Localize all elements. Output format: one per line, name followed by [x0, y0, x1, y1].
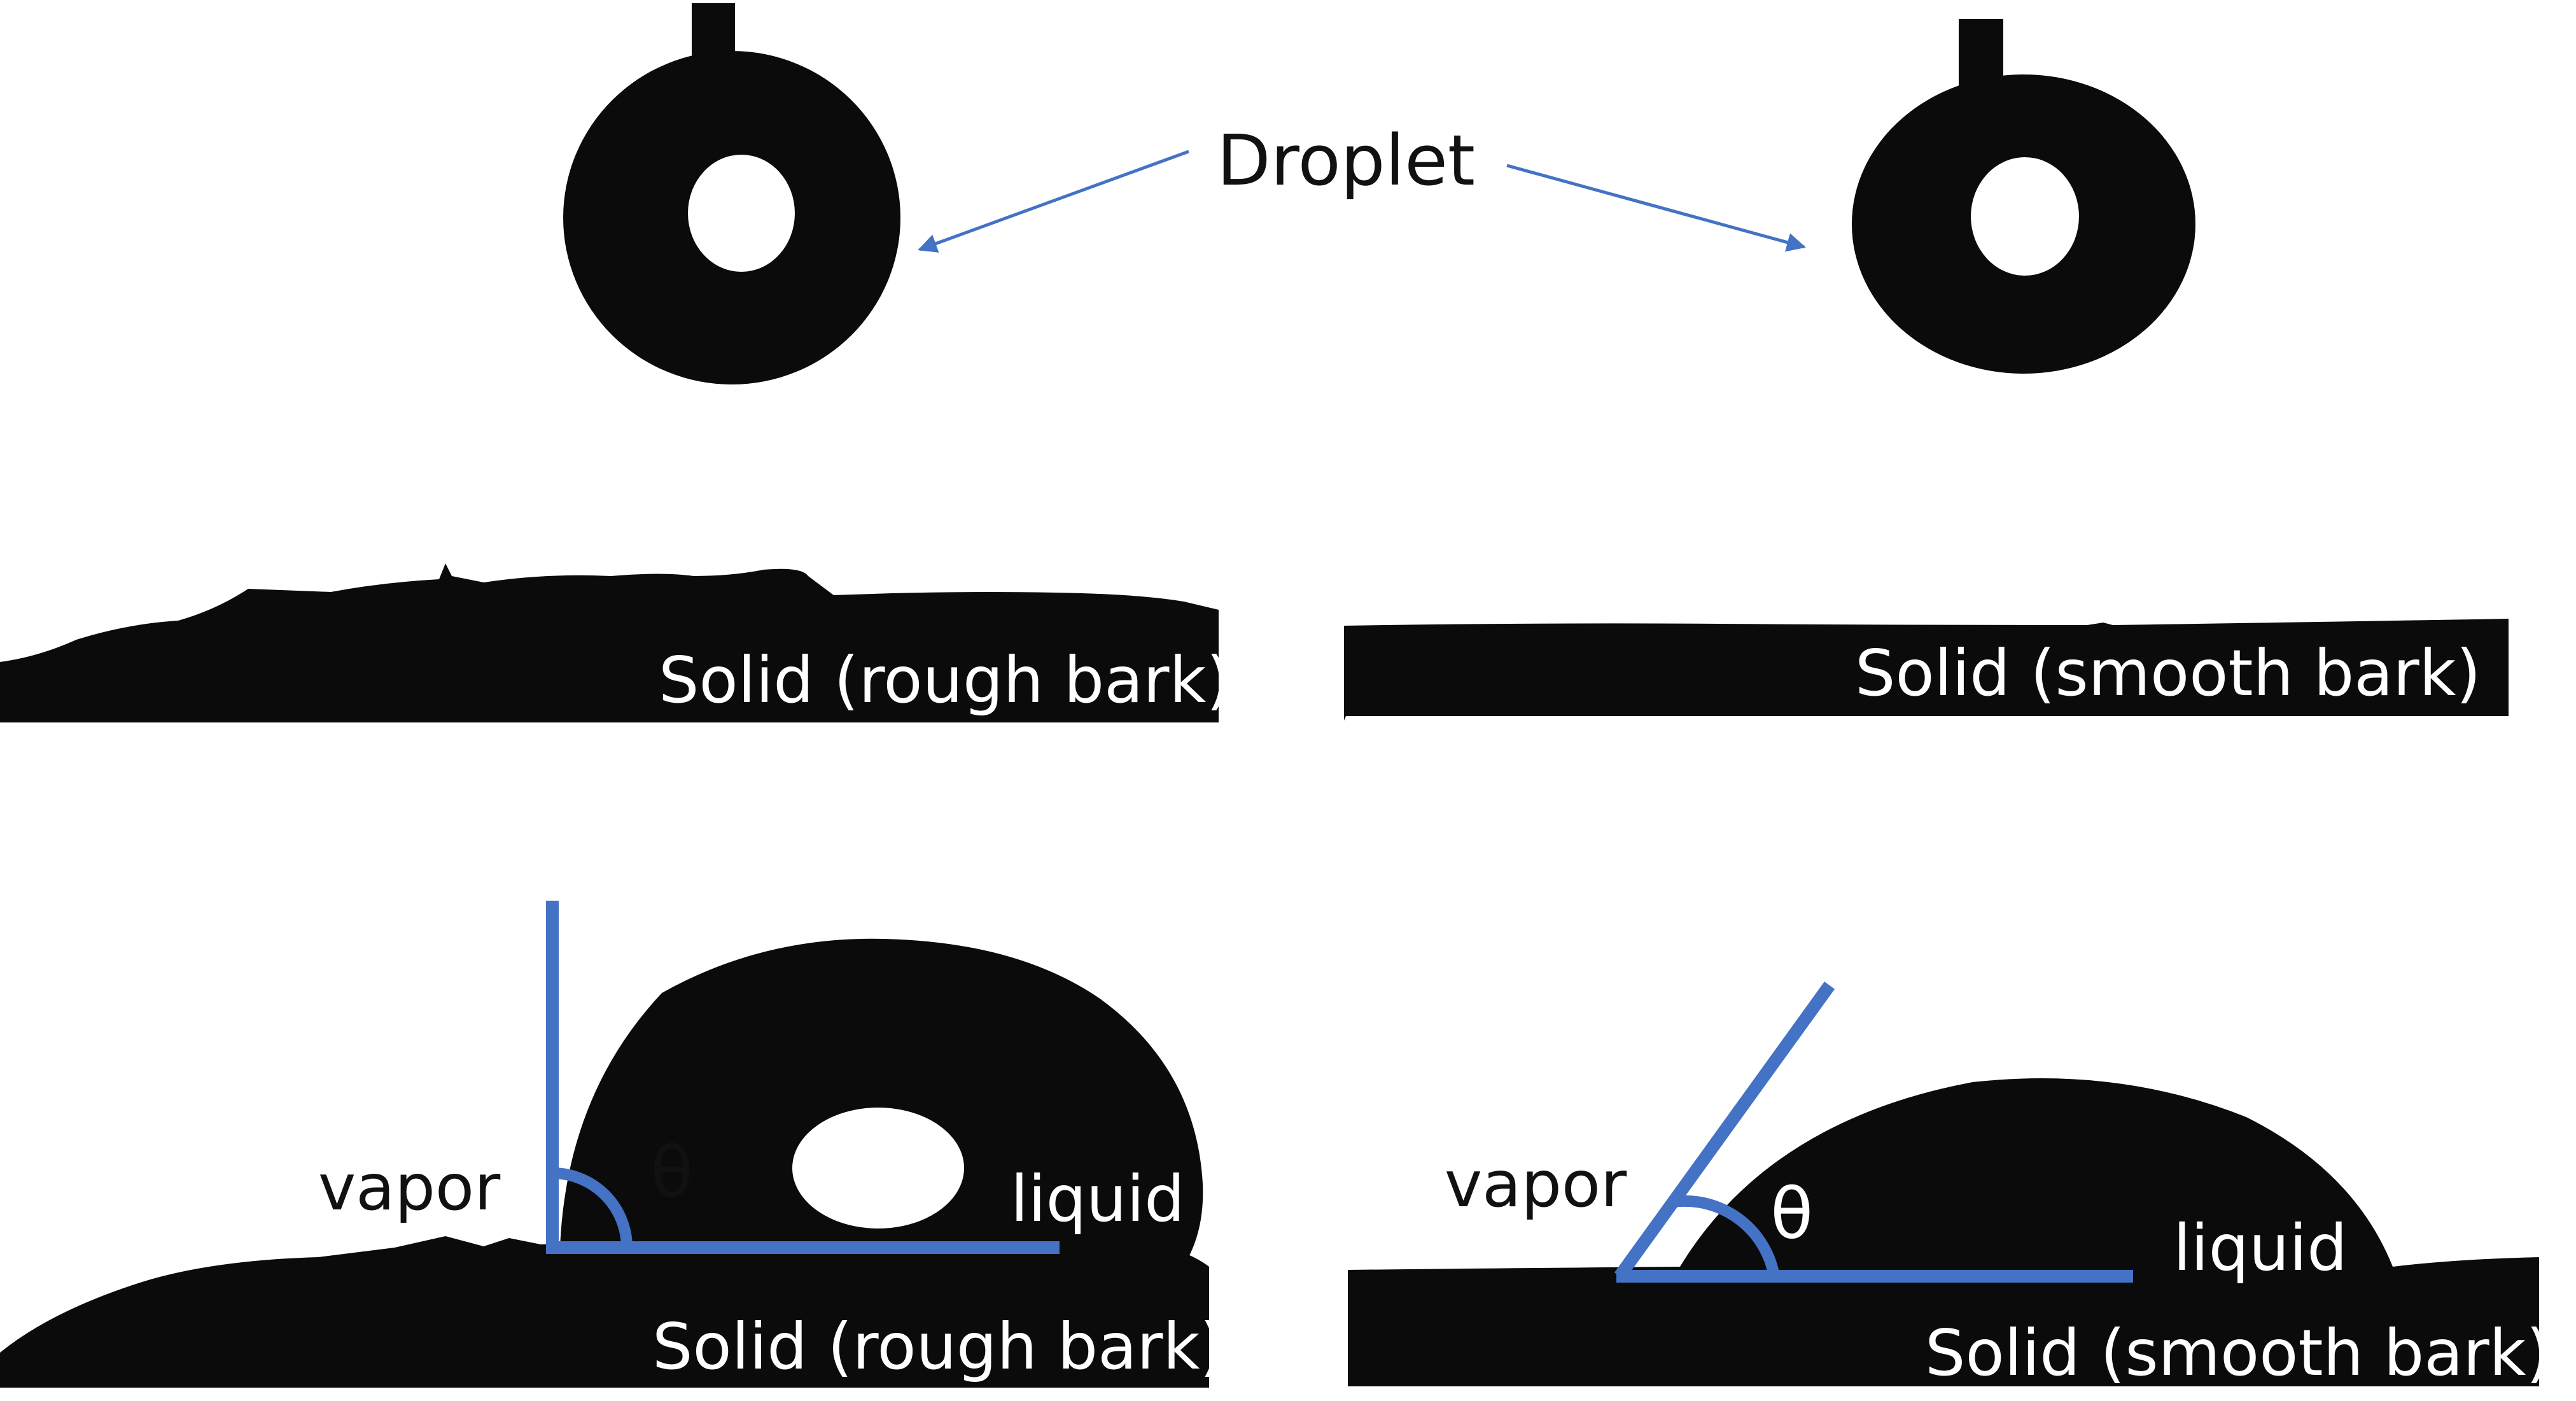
- droplet-arrow-right: [1506, 164, 1806, 252]
- solid-rough-label-bottom: Solid (rough bark): [652, 1309, 1224, 1384]
- theta-label-right: θ: [1770, 1173, 1813, 1255]
- solid-smooth-label-top: Solid (smooth bark): [1855, 636, 2481, 710]
- droplet-right: [1852, 19, 2195, 374]
- droplet-label: Droplet: [1217, 120, 1475, 201]
- contact-angle-left: [546, 901, 1060, 1254]
- smooth-bark-with-droplet: Solid (smooth bark): [1348, 1078, 2551, 1390]
- solid-smooth-label-bottom: Solid (smooth bark): [1925, 1316, 2551, 1390]
- rough-bark-with-droplet: Solid (rough bark): [0, 938, 1224, 1388]
- droplet-arrow-left: [918, 150, 1189, 253]
- solid-smooth-top: Solid (smooth bark): [1344, 619, 2509, 721]
- vapor-label-right: vapor: [1445, 1147, 1627, 1221]
- theta-label-left: θ: [650, 1132, 693, 1213]
- liquid-label-right: liquid: [2173, 1211, 2348, 1285]
- droplet-left: [563, 3, 900, 384]
- solid-rough-top: Solid (rough bark): [0, 563, 1231, 722]
- solid-rough-label-top: Solid (rough bark): [659, 643, 1231, 717]
- vapor-label-left: vapor: [318, 1150, 501, 1225]
- liquid-label-left: liquid: [1011, 1162, 1185, 1236]
- contact-angle-right: [1614, 982, 2133, 1283]
